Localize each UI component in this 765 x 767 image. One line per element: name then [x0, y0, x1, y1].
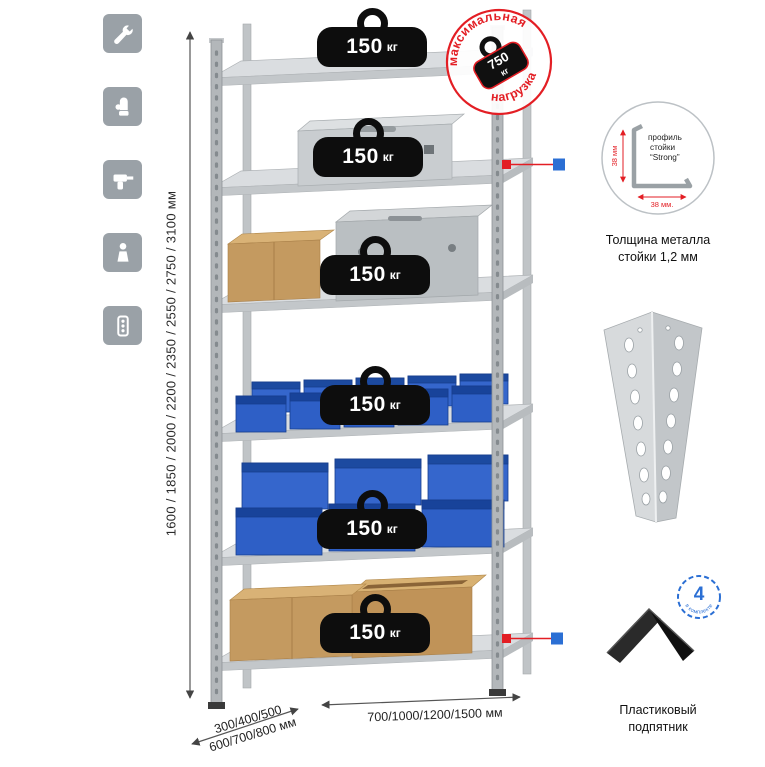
- profile-caption: Толщина металла стойки 1,2 мм: [578, 232, 738, 266]
- post-profile-detail: 38 мм 38 мм. профиль стойки “Strong”: [601, 101, 715, 215]
- tile-person: [103, 233, 142, 272]
- angle-profile-drawing: [631, 123, 693, 189]
- tile-level: [103, 306, 142, 345]
- profile-caption-line-1: Толщина металла: [605, 233, 711, 247]
- glove-icon: [115, 97, 129, 116]
- profile-label-3: “Strong”: [650, 153, 680, 162]
- load-unit: кг: [382, 150, 394, 164]
- load-value: 150: [342, 145, 379, 168]
- back-right-post: [522, 9, 532, 675]
- profile-label-1: профиль: [648, 133, 682, 142]
- foot-caption-line-2: подпятник: [628, 719, 688, 734]
- load-unit: кг: [389, 398, 401, 412]
- cardboard-box-small: [227, 229, 335, 303]
- stamp-weight-icon: 750 кг: [473, 36, 529, 90]
- depth-dimension-line: [191, 707, 299, 746]
- foot-caption: Пластиковый подпятник: [578, 702, 738, 736]
- level-icon: [116, 315, 129, 336]
- plastic-foot-image: [606, 607, 695, 663]
- front-left-post: [208, 38, 225, 709]
- load-unit: кг: [389, 268, 401, 282]
- kit-count-badge: 4 в комплекте: [677, 575, 721, 619]
- load-unit: кг: [389, 626, 401, 640]
- height-dimension-label: 1600 / 1850 / 2000 / 2200 / 2350 / 2550 …: [163, 190, 179, 537]
- wrench-icon: [113, 24, 133, 44]
- max-load-stamp: максимальная нагрузка 750 кг: [431, 0, 553, 116]
- tile-gloves: [103, 87, 142, 126]
- back-left-post: [242, 23, 252, 689]
- profile-callout-connector: [502, 158, 565, 171]
- load-value: 150: [349, 621, 386, 644]
- drill-icon: [113, 173, 133, 189]
- kit-count-value: 4: [694, 584, 705, 605]
- load-value: 150: [346, 35, 383, 58]
- foot-callout-connector: [502, 632, 563, 645]
- tile-drill: [103, 160, 142, 199]
- load-unit: кг: [386, 40, 398, 54]
- profile-label-2: стойки: [650, 143, 675, 152]
- foot-caption-line-1: Пластиковый: [619, 703, 697, 717]
- tile-wrench: [103, 14, 142, 53]
- width-dimension-line: [321, 693, 521, 709]
- front-right-post: [489, 25, 506, 696]
- load-value: 150: [349, 263, 386, 286]
- person-icon: [116, 242, 129, 262]
- load-unit: кг: [386, 522, 398, 536]
- upright-post-image: [603, 311, 703, 523]
- load-value: 150: [349, 393, 386, 416]
- profile-dim-bottom: 38 мм.: [651, 200, 674, 209]
- profile-caption-line-2: стойки 1,2 мм: [618, 249, 698, 264]
- profile-dim-left: 38 мм: [610, 146, 619, 167]
- load-value: 150: [346, 517, 383, 540]
